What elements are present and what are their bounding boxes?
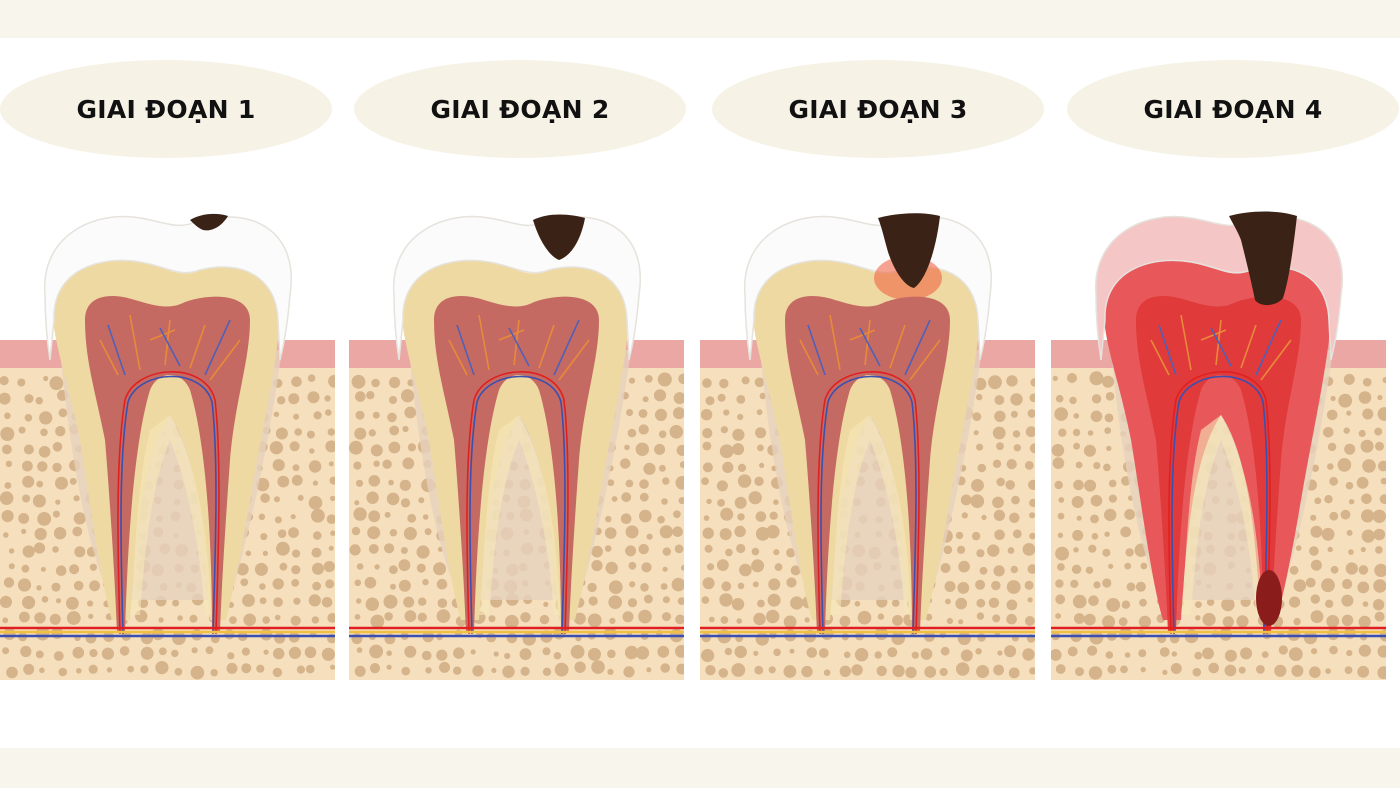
pulp [85,296,250,632]
nerve-lines [700,626,1035,638]
stage-3-label: GIAI ĐOẠN 3 [712,60,1044,158]
top-band [0,0,1400,38]
cavity [1229,211,1297,306]
nerve-lines [1051,626,1386,638]
stage-1-tooth-illustration [0,200,335,680]
stage-2-tooth-illustration [349,200,684,680]
blood-vessels [1150,314,1292,635]
stage-1-label: GIAI ĐOẠN 1 [0,60,332,158]
blood-vessels [448,314,590,635]
stage-4-tooth-illustration [1051,200,1386,680]
dentin-inner [479,415,561,615]
dentin-inner [130,415,212,615]
pulp [785,296,950,632]
enamel [393,215,641,361]
nerve-lines [0,626,335,638]
pulp [434,296,599,632]
tooth-cross-section [0,213,335,680]
tooth-cross-section [700,213,1035,680]
enamel [44,215,292,361]
nerve-lines [349,626,684,638]
dentin-inner [1181,415,1263,615]
bottom-band [0,748,1400,788]
pulp [1136,296,1301,632]
cavity [190,213,228,231]
dentin-inner [830,415,912,615]
cavity [533,214,585,260]
blood-vessels [799,314,941,635]
stage-3-tooth-illustration [700,200,1035,680]
tooth-cross-section [349,214,684,680]
abscess [1256,570,1282,626]
stage-2-label: GIAI ĐOẠN 2 [354,60,686,158]
cavity [878,213,940,288]
tooth-cross-section [1051,211,1386,680]
blood-vessels [99,314,241,635]
stage-4-label: GIAI ĐOẠN 4 [1067,60,1399,158]
